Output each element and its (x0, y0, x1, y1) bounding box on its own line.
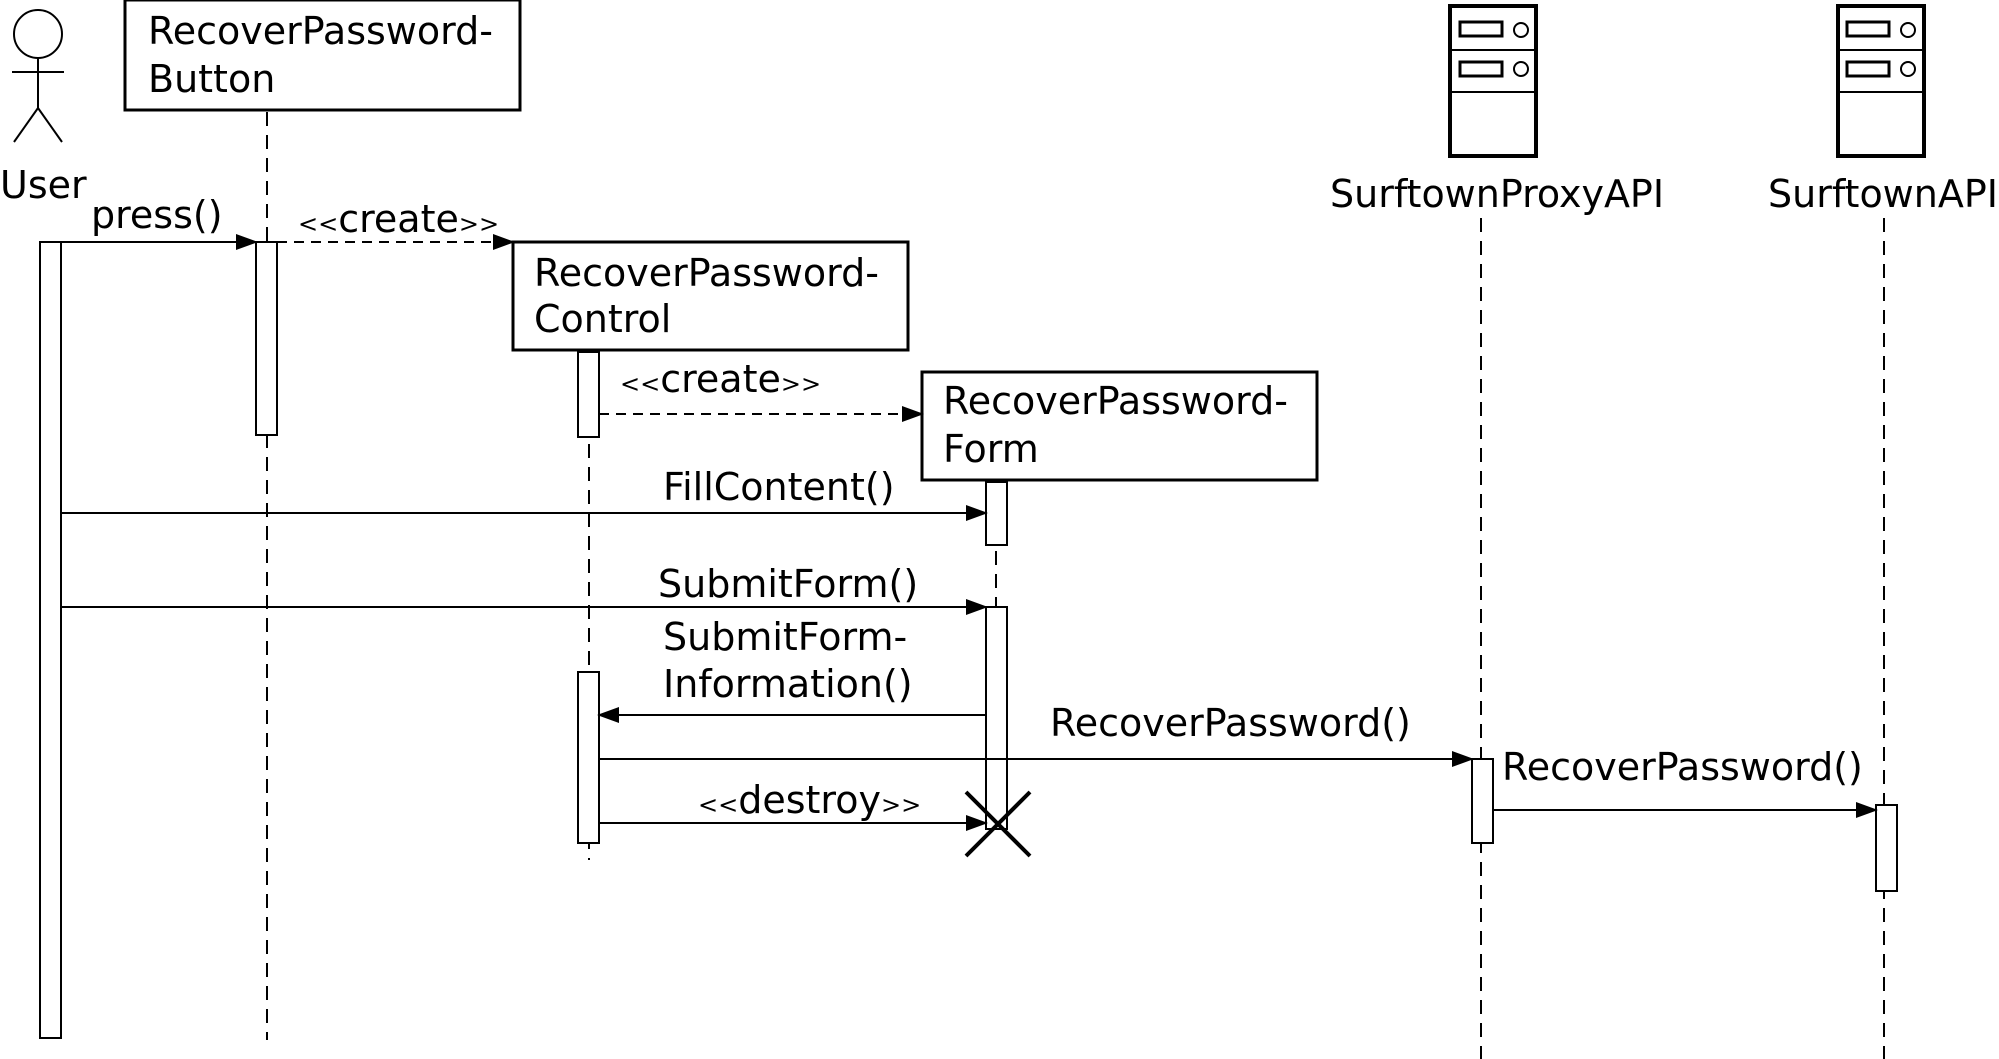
participant-recover-password-form: RecoverPassword- Form (920, 370, 1319, 482)
message-press: press() (61, 193, 258, 250)
message-submit-info-line1: SubmitForm- (663, 615, 907, 659)
participant-surftown-proxy-api: SurftownProxyAPI (1330, 4, 1664, 216)
participant-recover-password-button: RecoverPassword- Button (123, 0, 522, 112)
api-activation-bar (1875, 804, 1898, 892)
message-create-control-label: <<create>> (298, 197, 499, 241)
message-recover-password-proxy: RecoverPassword() (599, 701, 1474, 767)
message-submit-form-information: SubmitForm- Information() (597, 615, 986, 723)
control-activation-bar-1 (577, 351, 600, 438)
message-recover-password-api: RecoverPassword() (1493, 745, 1878, 818)
form-activation-bar-1 (985, 481, 1008, 546)
message-submit-form-label: SubmitForm() (658, 562, 918, 606)
control-activation-bar-2 (577, 671, 600, 844)
message-create-control: <<create>> (277, 197, 515, 250)
message-fill-content: FillContent() (61, 465, 988, 521)
stick-figure-actor-icon (12, 9, 64, 143)
participant-recover-password-control: RecoverPassword- Control (511, 240, 910, 352)
message-destroy: <<destroy>> (599, 778, 988, 831)
destroy-x-icon (964, 790, 1032, 858)
control-label-line2: Control (534, 297, 671, 341)
message-create-form-label: <<create>> (620, 357, 821, 401)
control-label-line1: RecoverPassword- (534, 251, 879, 295)
form-activation-bar-2 (985, 606, 1008, 830)
user-activation-bar (39, 241, 62, 1039)
api-label: SurftownAPI (1768, 172, 1998, 216)
user-label: User (0, 163, 87, 207)
form-label-line2: Form (943, 427, 1039, 471)
server-icon (1836, 4, 1926, 158)
message-press-label: press() (91, 193, 223, 237)
proxy-activation-bar (1471, 758, 1494, 844)
button-label-line2: Button (148, 57, 275, 101)
form-label-line1: RecoverPassword- (943, 379, 1288, 423)
user-actor: User (0, 9, 87, 207)
message-create-form: <<create>> (599, 357, 924, 422)
message-recover-password-proxy-label: RecoverPassword() (1050, 701, 1411, 745)
message-fill-content-label: FillContent() (663, 465, 895, 509)
message-destroy-label: <<destroy>> (698, 778, 921, 822)
button-activation-bar (255, 241, 278, 436)
message-recover-password-api-label: RecoverPassword() (1502, 745, 1863, 789)
participant-surftown-api: SurftownAPI (1768, 4, 1998, 216)
proxy-label: SurftownProxyAPI (1330, 172, 1664, 216)
message-submit-info-line2: Information() (663, 662, 913, 706)
message-submit-form: SubmitForm() (61, 562, 988, 615)
button-label-line1: RecoverPassword- (148, 9, 493, 53)
server-icon (1448, 4, 1538, 158)
